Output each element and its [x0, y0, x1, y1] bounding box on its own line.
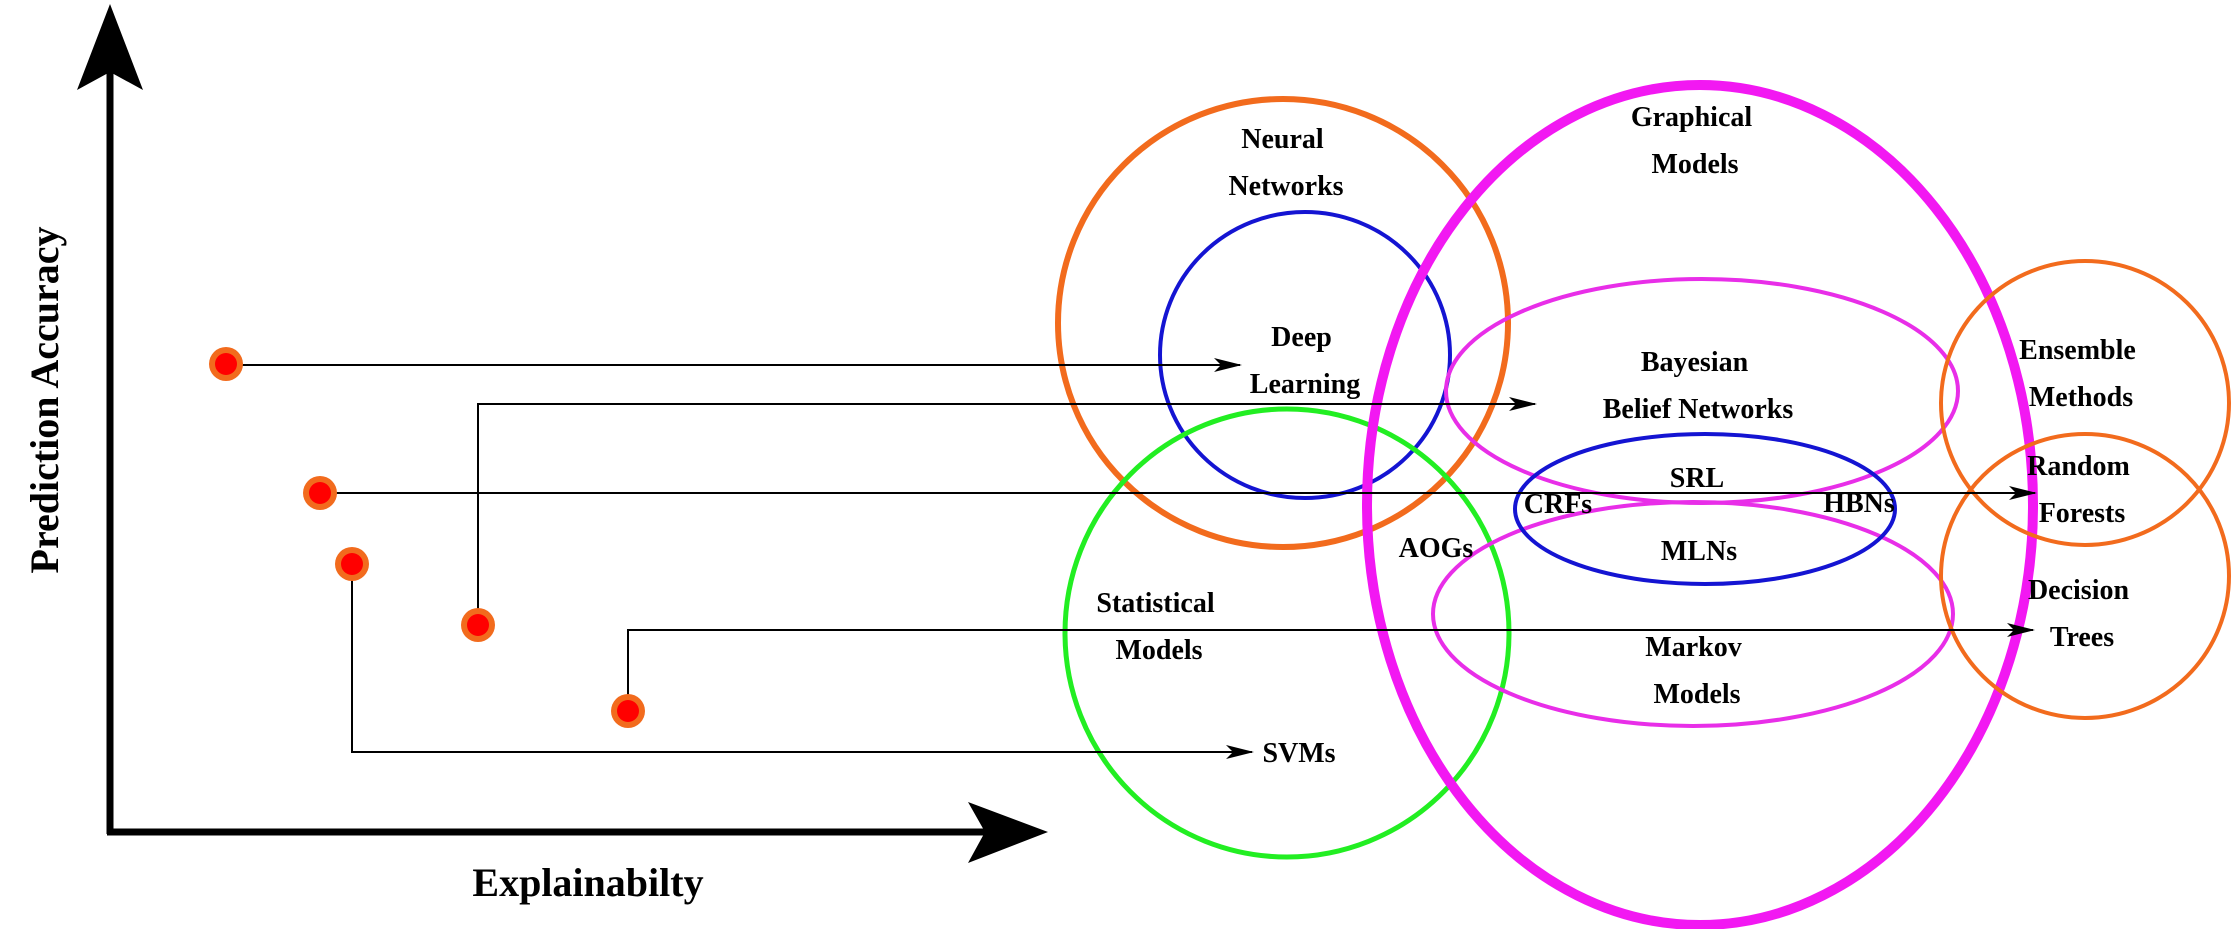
marker-dot	[303, 476, 337, 510]
crfs-label: CRFs	[1524, 489, 1593, 520]
marker-dot	[611, 694, 645, 728]
srl-label: SRL	[1670, 463, 1724, 494]
arrow-to-svms	[351, 564, 1254, 759]
decision-trees-circle	[1939, 432, 2231, 720]
marker-dot	[209, 347, 243, 381]
svms-label: SVMs	[1262, 738, 1335, 769]
deep-learning-circle	[1158, 210, 1452, 500]
ensemble-methods-circle	[1939, 259, 2231, 547]
group-labels: Neural Networks Deep Learning Graphical …	[1096, 102, 2143, 710]
mlns-label: MLNs	[1661, 536, 1737, 567]
y-axis-label: Prediction Accuracy	[22, 227, 67, 574]
marker-dot	[335, 547, 369, 581]
statistical-models-circle	[1062, 406, 1512, 860]
aogs-label: AOGs	[1399, 533, 1474, 564]
deep-learning-label: Deep Learning	[1250, 322, 1360, 400]
markov-models-ellipse	[1431, 500, 1955, 728]
x-axis-arrowhead	[968, 802, 1048, 863]
graphical-models-label: Graphical Models	[1631, 102, 1759, 180]
markov-models-label: Markov Models	[1645, 632, 1748, 710]
markers	[209, 347, 645, 728]
y-axis-arrowhead	[77, 4, 143, 90]
marker-dot	[461, 608, 495, 642]
axes: Prediction Accuracy Explainabilty	[22, 4, 1048, 905]
group-shapes	[1055, 80, 2231, 929]
x-axis-label: Explainabilty	[472, 860, 703, 905]
srl-ellipse	[1513, 432, 1897, 586]
arrow-to-decision-trees	[627, 623, 2035, 711]
graphical-models-ellipse	[1362, 80, 2038, 929]
connectors	[226, 358, 2037, 759]
statistical-models-label: Statistical Models	[1096, 588, 1221, 666]
neural-networks-label: Neural Networks	[1228, 124, 1343, 202]
bayesian-belief-networks-label: Bayesian Belief Networks	[1603, 347, 1794, 425]
hbns-label: HBNs	[1823, 488, 1895, 519]
arrow-to-bayesian-belief-networks	[477, 397, 1537, 625]
decision-trees-label: Decision Trees	[2028, 575, 2136, 653]
neural-networks-circle	[1055, 96, 1511, 550]
ensemble-methods-label: Ensemble Methods	[2019, 335, 2143, 413]
random-forests-label: Random Forests	[2027, 451, 2137, 529]
method-labels: SRL CRFs HBNs MLNs AOGs SVMs	[1262, 463, 1894, 769]
